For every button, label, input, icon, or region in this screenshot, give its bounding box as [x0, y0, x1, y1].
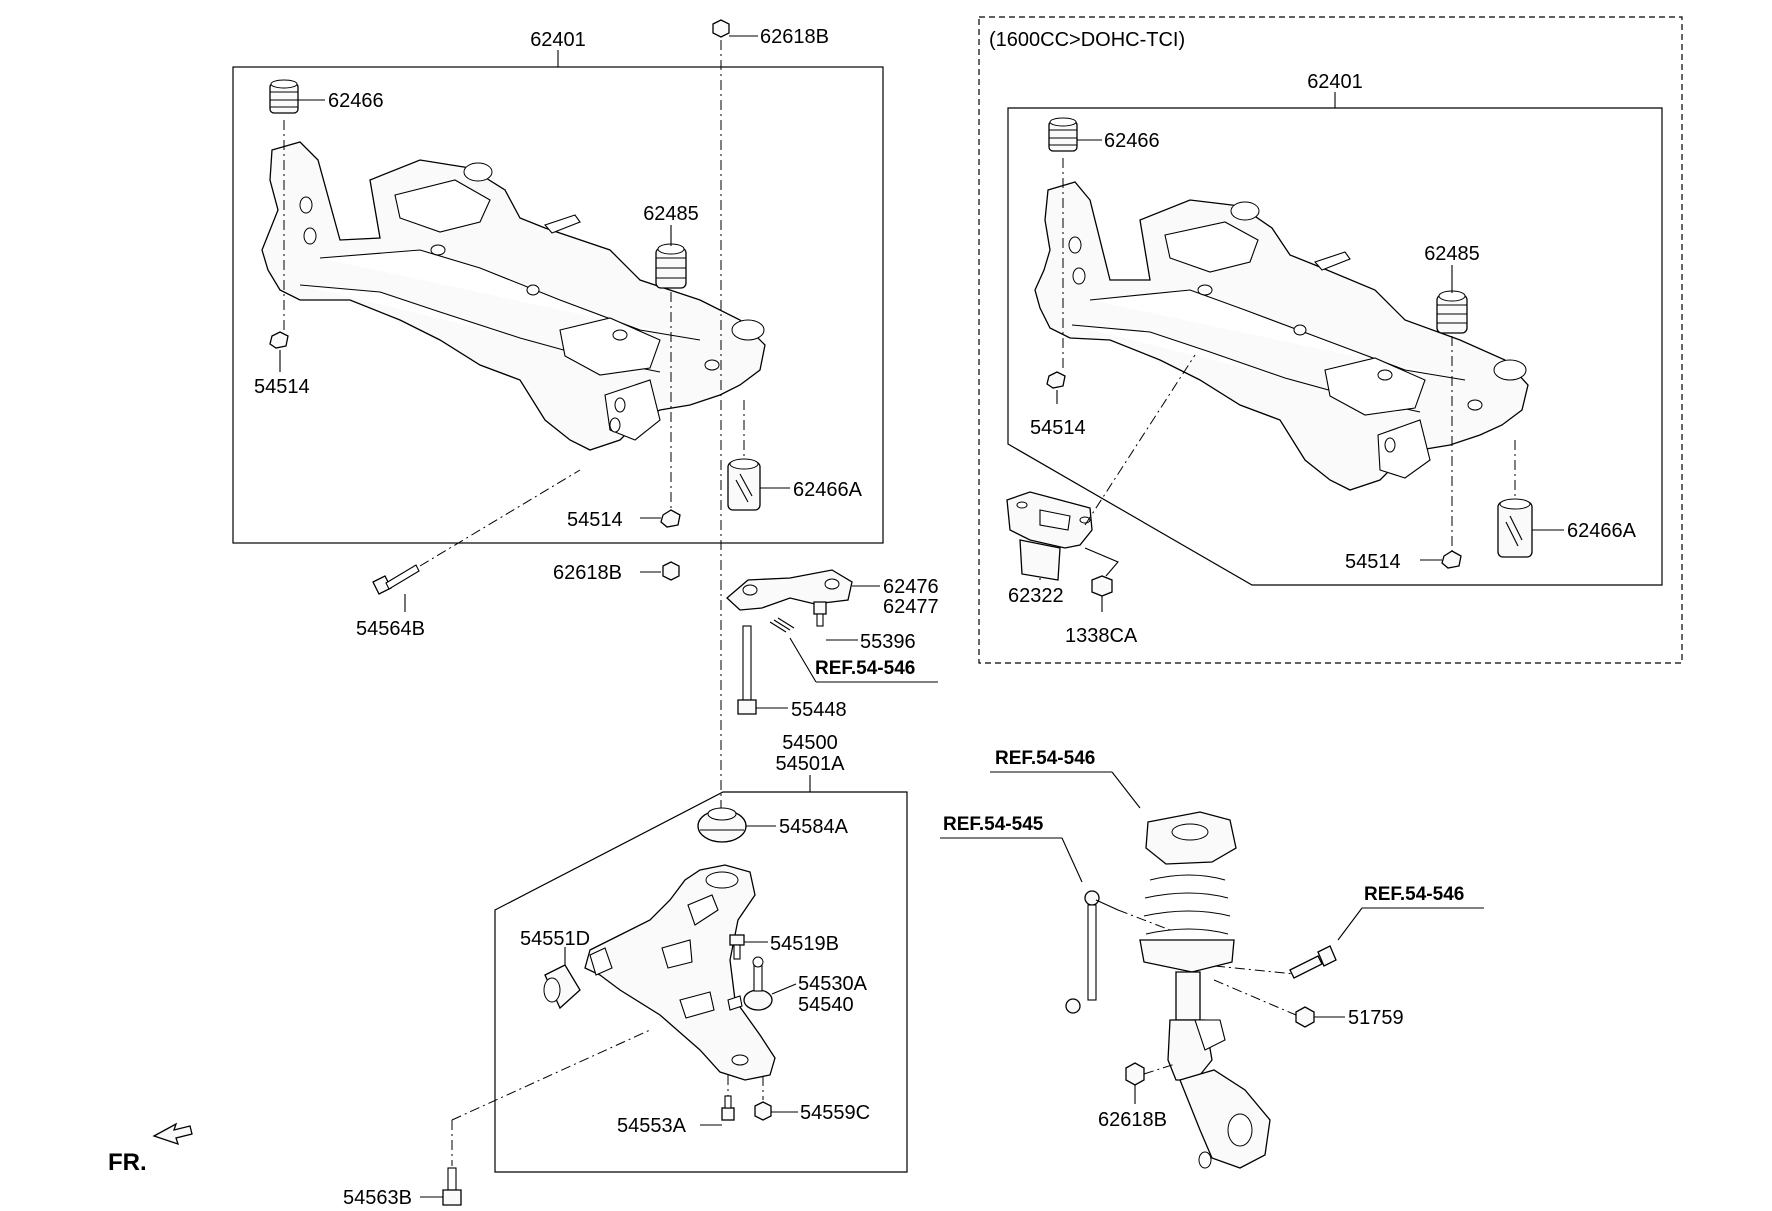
label-54519b[interactable]: 54519B: [770, 933, 839, 955]
bolt-54519b[interactable]: [729, 934, 745, 960]
leader-ref-54545: [1061, 837, 1083, 883]
label-62466[interactable]: 62466: [328, 90, 384, 112]
variant-1600cc-group: (1600CC>DOHC-TCI) 62401: [978, 16, 1683, 664]
spring-clip-ref: [769, 617, 795, 633]
label-54540[interactable]: 54540: [798, 994, 854, 1016]
mount-62322[interactable]: [1006, 491, 1093, 581]
lower-arm-assembly-box: [494, 791, 908, 1173]
washer-54514-center[interactable]: [660, 509, 681, 528]
label-62618b-mid[interactable]: 62618B: [553, 562, 622, 584]
label-r-54514-left[interactable]: 54514: [1030, 417, 1086, 439]
label-r-62401[interactable]: 62401: [1307, 71, 1363, 93]
label-54564b[interactable]: 54564B: [356, 618, 425, 640]
label-62401[interactable]: 62401: [530, 29, 586, 51]
nut-54559c[interactable]: [754, 1101, 772, 1121]
bolt-54564b[interactable]: [372, 564, 420, 595]
variant-crossmember-subframe[interactable]: [1034, 181, 1529, 491]
variant-crossmember-box: [1007, 107, 1663, 586]
label-62322[interactable]: 62322: [1008, 585, 1064, 607]
label-1338ca[interactable]: 1338CA: [1065, 625, 1138, 647]
centerline-51759: [1213, 979, 1297, 1016]
strut-assembly[interactable]: [1139, 811, 1271, 1169]
centerline-stabilizer: [1117, 909, 1171, 931]
nut-1338ca[interactable]: [1091, 575, 1113, 597]
label-51759[interactable]: 51759: [1348, 1007, 1404, 1029]
centerline-54563b: [451, 1029, 651, 1121]
leader-1338ca-link: [1084, 547, 1119, 577]
bolt-55396[interactable]: [813, 601, 827, 627]
bushing-62466[interactable]: [269, 79, 299, 114]
front-arrow-icon: [152, 1122, 193, 1146]
label-54500[interactable]: 54500: [782, 732, 838, 754]
washer-54514-left[interactable]: [269, 331, 289, 349]
label-54553a[interactable]: 54553A: [617, 1115, 687, 1137]
variant-bushing-62466[interactable]: [1048, 117, 1078, 152]
label-62618b-strut[interactable]: 62618B: [1098, 1109, 1167, 1131]
ref-link-54-546-top[interactable]: REF.54-546: [995, 748, 1095, 769]
label-62618b-top[interactable]: 62618B: [760, 26, 829, 48]
variant-washer-54514-left[interactable]: [1046, 371, 1066, 389]
label-55396[interactable]: 55396: [860, 631, 916, 653]
centerline-54564b: [419, 469, 581, 567]
label-54563b[interactable]: 54563B: [343, 1187, 412, 1209]
bushing-54584a[interactable]: [697, 807, 747, 843]
label-54514-left[interactable]: 54514: [254, 376, 310, 398]
stabilizer-link[interactable]: [1065, 890, 1119, 1014]
variant-bushing-62466a[interactable]: [1497, 498, 1533, 558]
label-r-62466a[interactable]: 62466A: [1567, 520, 1637, 542]
label-54530a[interactable]: 54530A: [798, 973, 868, 995]
ball-joint-54530a[interactable]: [727, 956, 773, 1011]
label-54584a[interactable]: 54584A: [779, 816, 849, 838]
variant-washer-54514-right[interactable]: [1441, 550, 1462, 569]
front-direction-indicator: FR.: [108, 1122, 193, 1176]
label-54559c[interactable]: 54559C: [800, 1102, 870, 1124]
centerline-strut-bolt: [1214, 965, 1295, 975]
variant-note: (1600CC>DOHC-TCI): [989, 29, 1185, 51]
strut-bolt[interactable]: [1289, 945, 1337, 979]
ref-link-54-545[interactable]: REF.54-545: [943, 814, 1044, 835]
bolt-55448[interactable]: [737, 625, 757, 715]
nut-51759[interactable]: [1295, 1006, 1315, 1028]
label-r-62485[interactable]: 62485: [1424, 243, 1480, 265]
lower-arm-group: 54500 54501A 54584A 54551D: [343, 732, 908, 1209]
centerline-62618b-strut: [1143, 1063, 1176, 1075]
centerline-62322: [1084, 354, 1196, 526]
label-54551d[interactable]: 54551D: [520, 928, 590, 950]
label-62476[interactable]: 62476: [883, 576, 939, 598]
nut-62618b-mid[interactable]: [662, 561, 680, 581]
bracket-62476-62477[interactable]: [726, 569, 853, 611]
label-62466a[interactable]: 62466A: [793, 479, 863, 501]
bushing-62466a[interactable]: [727, 458, 761, 511]
label-62477[interactable]: 62477: [883, 596, 939, 618]
front-label: FR.: [108, 1149, 147, 1176]
ref-link-54-546-a[interactable]: REF.54-546: [815, 658, 915, 679]
variant-bushing-62485[interactable]: [1436, 290, 1468, 334]
nut-62618b-top[interactable]: [712, 19, 730, 38]
variant-dashed-box: [978, 16, 1683, 664]
strut-group: REF.54-546 REF.54-545 REF.54-54: [940, 748, 1484, 1169]
leader-ref-top: [1111, 771, 1141, 809]
ref-link-54-546-right[interactable]: REF.54-546: [1364, 884, 1464, 905]
label-r-54514-right[interactable]: 54514: [1345, 551, 1401, 573]
label-r-62466[interactable]: 62466: [1104, 130, 1160, 152]
main-crossmember-group: 62401: [232, 19, 939, 820]
bushing-54551d[interactable]: [543, 964, 581, 1010]
leader-ref-54546-a: [789, 637, 817, 683]
label-54514-center[interactable]: 54514: [567, 509, 623, 531]
leader-54530a: [771, 983, 797, 995]
label-62485[interactable]: 62485: [643, 203, 699, 225]
leader-ref-right: [1337, 907, 1363, 941]
label-54501a[interactable]: 54501A: [776, 753, 846, 775]
bushing-62485[interactable]: [655, 243, 687, 289]
nut-62618b-strut[interactable]: [1125, 1062, 1145, 1086]
crossmember-subframe[interactable]: [261, 141, 766, 451]
lower-control-arm[interactable]: [584, 864, 776, 1081]
bolt-54553a[interactable]: [721, 1095, 735, 1121]
bolt-54563b[interactable]: [442, 1167, 462, 1206]
label-55448[interactable]: 55448: [791, 699, 847, 721]
